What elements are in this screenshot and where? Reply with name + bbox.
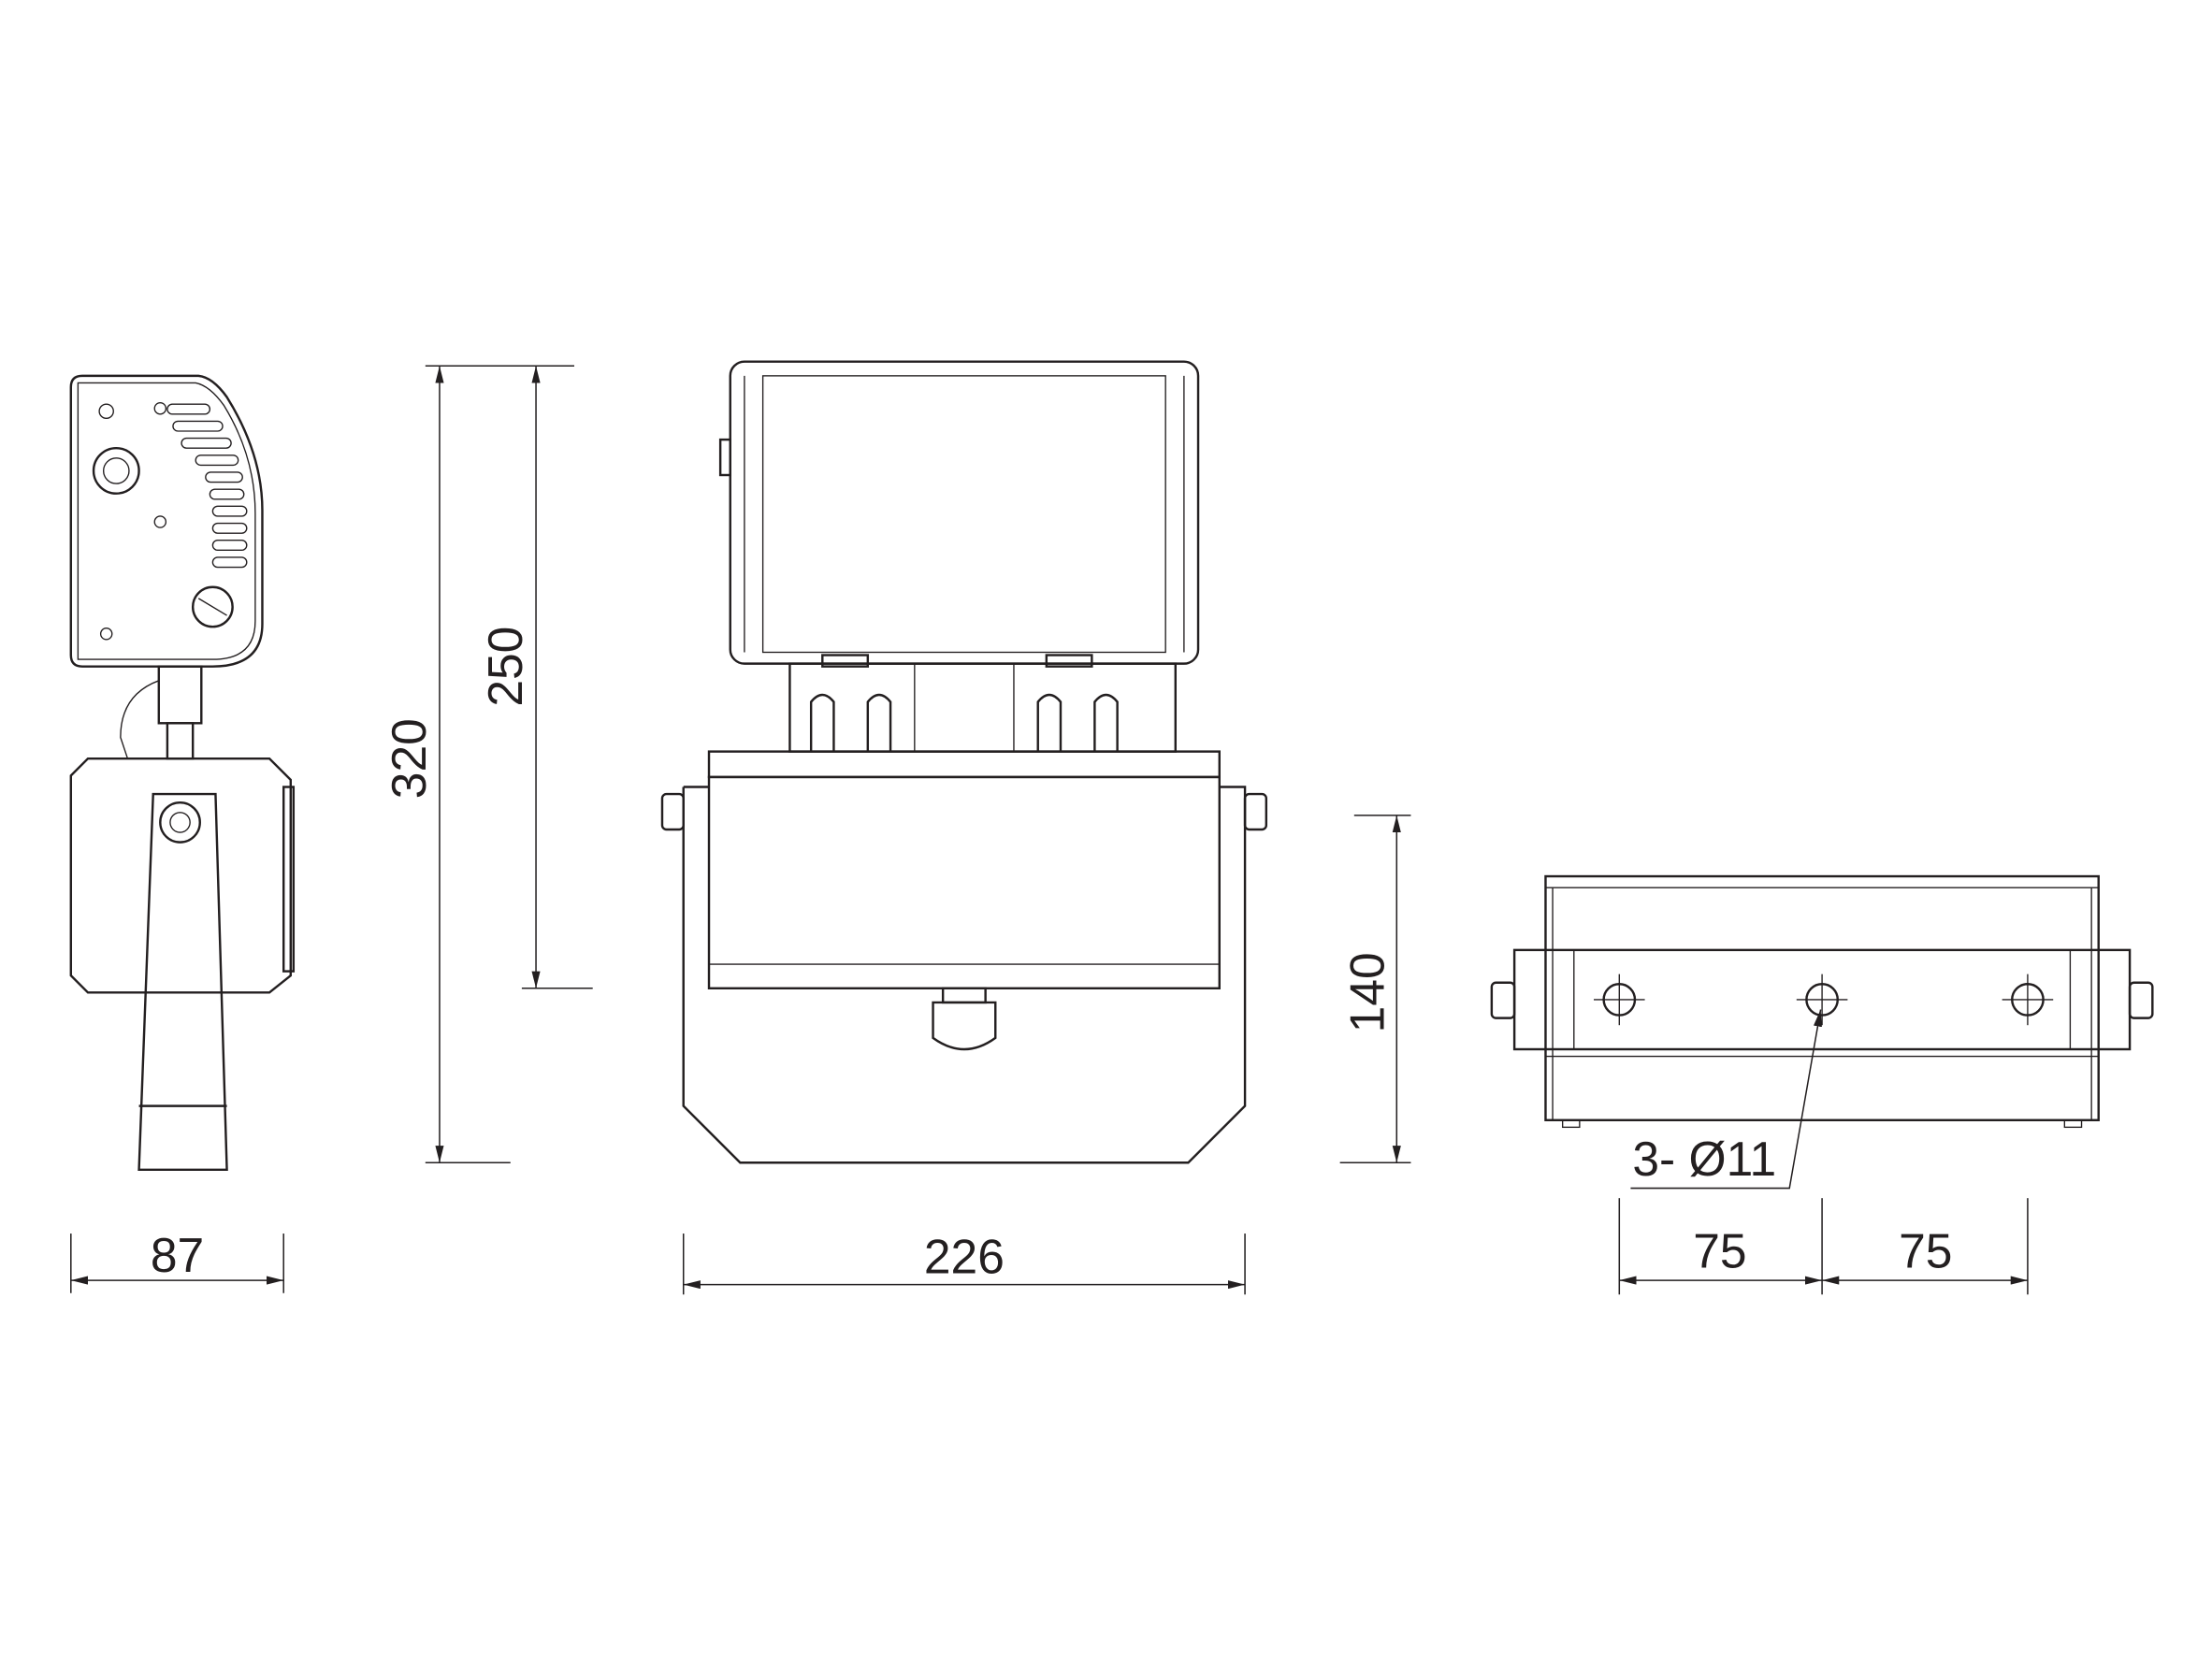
base-view bbox=[1490, 874, 2154, 1129]
dim-total-height: 320 bbox=[382, 718, 436, 799]
dim-hole-spec: 3- Ø11 bbox=[1632, 1132, 1776, 1186]
mounting-holes bbox=[1594, 974, 2054, 1026]
front-view bbox=[660, 360, 1268, 1164]
dim-front-width: 226 bbox=[924, 1230, 1005, 1284]
dim-hole-spacing-right: 75 bbox=[1899, 1223, 1952, 1277]
dimension-lines bbox=[70, 365, 2029, 1295]
dim-base-height: 140 bbox=[1340, 952, 1395, 1032]
dim-side-width: 87 bbox=[151, 1228, 204, 1282]
dim-hole-spacing-left: 75 bbox=[1693, 1223, 1746, 1277]
side-view bbox=[69, 374, 296, 1172]
dim-housing-height: 250 bbox=[478, 627, 532, 707]
